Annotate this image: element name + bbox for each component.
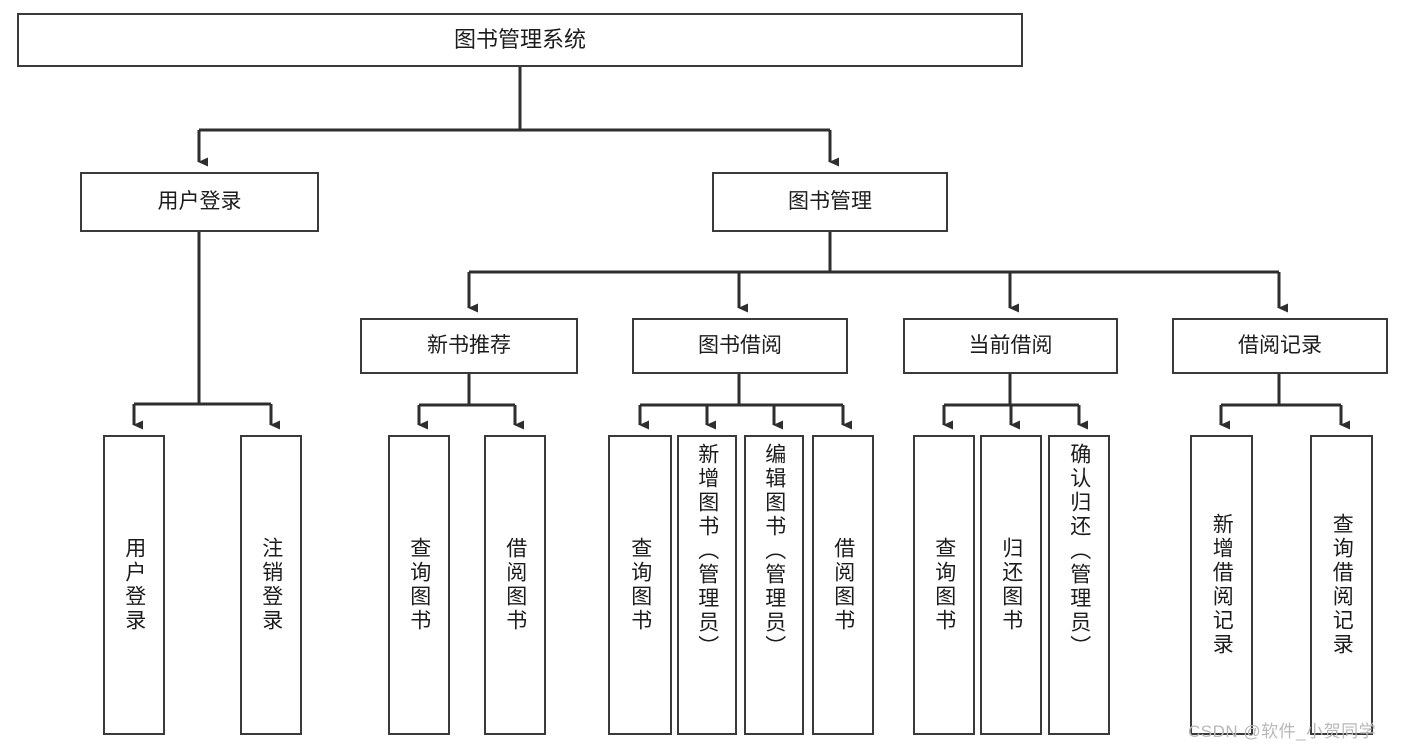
leaf-query-borrow-record[interactable]: 查询借阅记录 <box>1310 435 1373 735</box>
csdn-watermark: CSDN @软件_小贺同学 <box>1188 722 1377 741</box>
node-book-borrow[interactable]: 图书借阅 <box>632 318 848 374</box>
node-root[interactable]: 图书管理系统 <box>17 13 1023 67</box>
leaf-edit-book-admin[interactable]: 编辑图书（管理员） <box>744 435 804 735</box>
leaf-borrow-book[interactable]: 借阅图书 <box>812 435 874 735</box>
leaf-borrow-book-newbook[interactable]: 借阅图书 <box>484 435 546 735</box>
node-borrow-record[interactable]: 借阅记录 <box>1172 318 1388 374</box>
leaf-add-borrow-record[interactable]: 新增借阅记录 <box>1190 435 1253 735</box>
leaf-confirm-return-admin[interactable]: 确认归还（管理员） <box>1048 435 1110 735</box>
node-current-borrow[interactable]: 当前借阅 <box>903 318 1118 374</box>
node-user-login[interactable]: 用户登录 <box>80 172 319 232</box>
node-book-management[interactable]: 图书管理 <box>712 172 948 232</box>
node-new-book-recommend[interactable]: 新书推荐 <box>360 318 578 374</box>
leaf-query-book-current[interactable]: 查询图书 <box>913 435 975 735</box>
leaf-query-book-newbook[interactable]: 查询图书 <box>388 435 450 735</box>
leaf-logout-login[interactable]: 注销登录 <box>240 435 302 735</box>
leaf-return-book[interactable]: 归还图书 <box>980 435 1042 735</box>
leaf-add-book-admin[interactable]: 新增图书（管理员） <box>677 435 737 735</box>
leaf-query-book-borrow[interactable]: 查询图书 <box>608 435 672 735</box>
leaf-user-login[interactable]: 用户登录 <box>103 435 165 735</box>
